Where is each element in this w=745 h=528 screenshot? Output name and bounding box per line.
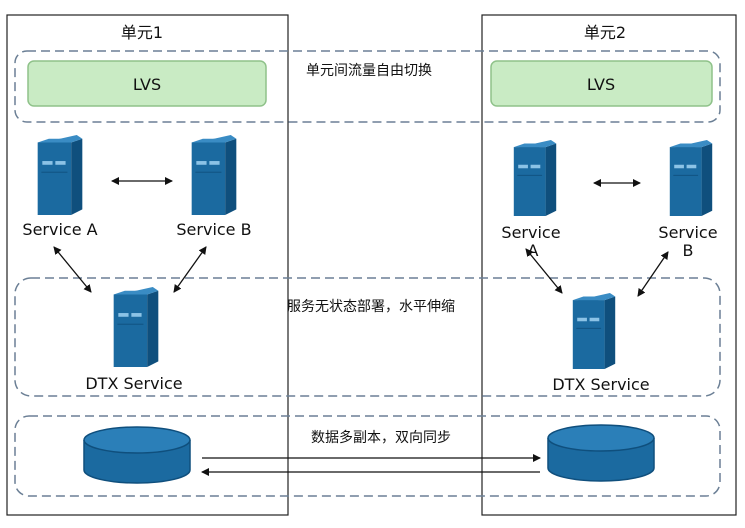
- traffic-note: 单元间流量自由切换: [306, 62, 432, 79]
- stateless-region: [14, 277, 721, 397]
- unit2-service-a-server-icon: [513, 140, 557, 216]
- unit1-service-a-server-icon: [37, 135, 83, 215]
- unit1-box: [6, 14, 289, 516]
- unit2-database-icon: [547, 424, 655, 482]
- replica-region: [14, 415, 721, 497]
- unit2-title: 单元2: [584, 23, 626, 42]
- unit1-database-icon: [83, 426, 191, 484]
- unit2-service-b-server-icon: [669, 140, 713, 216]
- unit1-service-a-label: Service A: [22, 220, 97, 239]
- unit1-title: 单元1: [121, 23, 163, 42]
- unit1-b-dtx-arrow: [173, 246, 207, 293]
- stateless-note: 服务无状态部署，水平伸缩: [287, 299, 455, 315]
- unit1-service-b-label: Service B: [176, 220, 251, 239]
- unit2-box: [481, 14, 737, 516]
- unit2-lvs-box: [490, 60, 713, 107]
- unit2-service-b-label-1: Service: [658, 223, 717, 242]
- traffic-region: [14, 50, 721, 123]
- unit1-a-dtx-arrow: [53, 246, 92, 293]
- unit2-dtx-server-icon: [572, 293, 616, 369]
- unit1-service-b-server-icon: [191, 135, 237, 215]
- unit1-lvs-box: [27, 60, 267, 107]
- unit1-dtx-label: DTX Service: [85, 374, 182, 393]
- unit2-lvs-label: LVS: [587, 75, 615, 94]
- unit2-a-dtx-arrow: [525, 248, 563, 294]
- unit2-b-dtx-arrow: [637, 251, 669, 297]
- unit1-lvs-label: LVS: [133, 75, 161, 94]
- unit1-dtx-server-icon: [113, 287, 159, 367]
- unit2-service-a-label-1: Service: [501, 223, 560, 242]
- replica-note: 数据多副本，双向同步: [311, 429, 451, 446]
- unit2-dtx-label: DTX Service: [552, 375, 649, 394]
- unit2-service-b-label-2: B: [683, 241, 694, 260]
